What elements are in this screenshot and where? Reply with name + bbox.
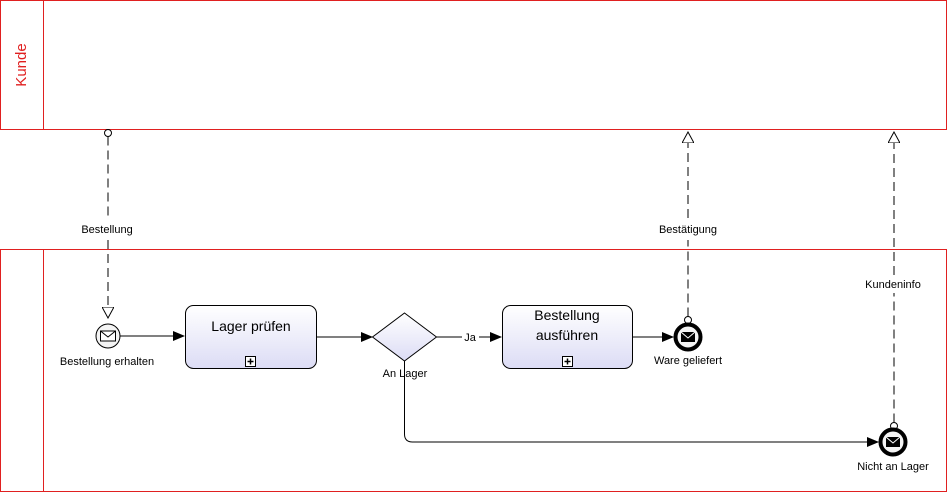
start-event-label: Bestellung erhalten	[60, 356, 154, 368]
message-flow-order[interactable]: Bestellung	[81, 129, 133, 319]
end-event-not-in-stock[interactable]: Nicht an Lager	[857, 427, 929, 474]
message-flow-customer-info[interactable]: Kundeninfo	[865, 132, 921, 430]
sequence-flow-yes[interactable]: Ja	[436, 330, 502, 344]
task-execute-order-label-line2: ausführen	[536, 327, 598, 343]
message-flow-confirmation-label: Bestätigung	[659, 224, 717, 236]
plus-icon	[562, 356, 573, 367]
pool-customer-label: Kunde	[13, 43, 30, 86]
sequence-flow-not-in-stock[interactable]	[404, 361, 879, 447]
plus-icon	[245, 356, 256, 367]
message-flow-customer-info-label: Kundeninfo	[865, 279, 921, 291]
task-execute-order-label-line1: Bestellung	[534, 307, 599, 323]
end-event-delivered-label: Ware geliefert	[654, 355, 722, 367]
envelope-icon	[680, 331, 696, 342]
message-flow-confirmation[interactable]: Bestätigung	[659, 132, 717, 324]
envelope-icon	[100, 330, 116, 342]
pool-supplier	[0, 249, 947, 492]
gateway-label: An Lager	[383, 368, 428, 380]
gateway-in-stock[interactable]: An Lager	[371, 312, 438, 380]
envelope-icon	[885, 436, 901, 447]
end-event-not-in-stock-label: Nicht an Lager	[857, 461, 929, 473]
task-execute-order[interactable]: Bestellung ausführen	[502, 305, 633, 369]
pool-customer: Kunde	[0, 0, 947, 130]
end-event-delivered[interactable]: Ware geliefert	[654, 322, 722, 368]
message-flow-order-label: Bestellung	[81, 224, 132, 236]
sequence-flow-yes-label: Ja	[464, 332, 477, 344]
start-event[interactable]: Bestellung erhalten	[60, 323, 154, 368]
task-check-stock-label: Lager prüfen	[211, 318, 290, 334]
task-check-stock[interactable]: Lager prüfen	[185, 305, 317, 369]
